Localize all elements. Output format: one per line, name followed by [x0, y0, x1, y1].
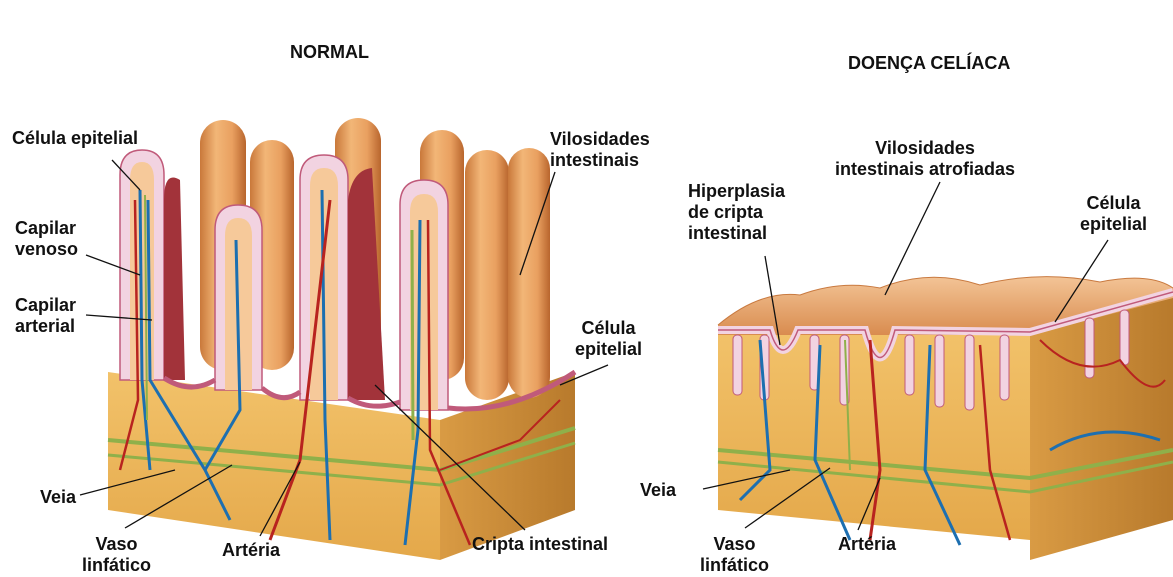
label-vein-normal: Veia [40, 487, 76, 508]
label-intestinal-crypt: Cripta intestinal [472, 534, 608, 555]
label-lymph-vessel-normal-line2: linfático [82, 555, 151, 576]
label-lymph-vessel-celiac-line1: Vaso [700, 534, 769, 555]
label-artery-celiac: Artéria [838, 534, 896, 555]
label-lymph-vessel-celiac-line2: linfático [700, 555, 769, 576]
label-epithelial-cell-right: Célula epitelial [575, 318, 642, 360]
label-epithelial-cell-celiac: Célula epitelial [1080, 193, 1147, 235]
label-intestinal-villi-line2: intestinais [550, 150, 650, 171]
label-arterial-capillary-line2: arterial [15, 316, 76, 337]
label-lymph-vessel-normal-line1: Vaso [82, 534, 151, 555]
label-arterial-capillary: Capilar arterial [15, 295, 76, 337]
label-crypt-hyperplasia-line3: intestinal [688, 223, 785, 244]
label-venous-capillary: Capilar venoso [15, 218, 78, 260]
label-epithelial-cell-right-line2: epitelial [575, 339, 642, 360]
label-atrophied-villi-line1: Vilosidades [835, 138, 1015, 159]
celiac-title: DOENÇA CELÍACA [848, 53, 1010, 74]
label-vein-celiac: Veia [640, 480, 676, 501]
label-epithelial-cell-celiac-line2: epitelial [1080, 214, 1147, 235]
label-crypt-hyperplasia: Hiperplasia de cripta intestinal [688, 181, 785, 244]
label-lymph-vessel-celiac: Vaso linfático [700, 534, 769, 576]
label-atrophied-villi-line2: intestinais atrofiadas [835, 159, 1015, 180]
label-epithelial-cell-celiac-line1: Célula [1080, 193, 1147, 214]
label-crypt-hyperplasia-line1: Hiperplasia [688, 181, 785, 202]
label-intestinal-villi: Vilosidades intestinais [550, 129, 650, 171]
label-venous-capillary-line1: Capilar [15, 218, 78, 239]
label-epithelial-cell-right-line1: Célula [575, 318, 642, 339]
normal-tissue-block [108, 118, 575, 560]
label-epithelial-cell-top: Célula epitelial [12, 128, 138, 149]
label-atrophied-villi: Vilosidades intestinais atrofiadas [835, 138, 1015, 180]
label-crypt-hyperplasia-line2: de cripta [688, 202, 785, 223]
label-lymph-vessel-normal: Vaso linfático [82, 534, 151, 576]
label-venous-capillary-line2: venoso [15, 239, 78, 260]
label-artery-normal: Artéria [222, 540, 280, 561]
label-arterial-capillary-line1: Capilar [15, 295, 76, 316]
celiac-tissue-block [718, 277, 1173, 560]
label-intestinal-villi-line1: Vilosidades [550, 129, 650, 150]
normal-title: NORMAL [290, 42, 369, 63]
